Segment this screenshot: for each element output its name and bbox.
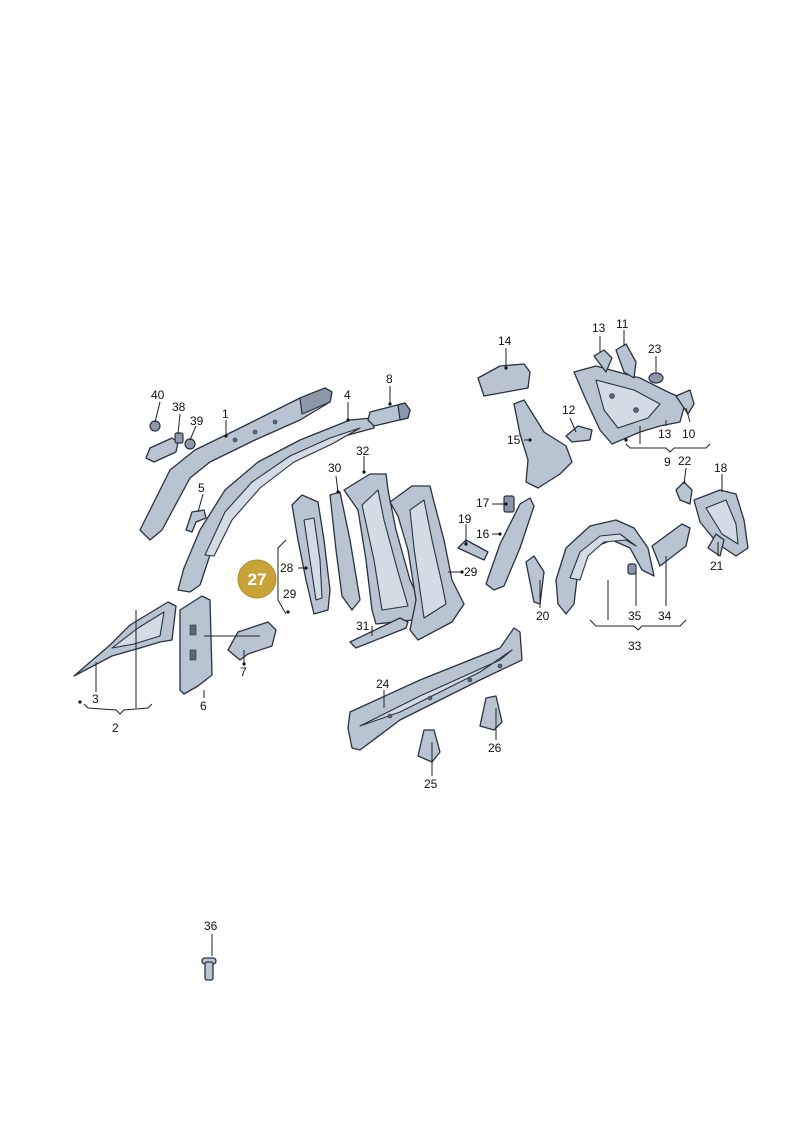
- label-7: 7: [240, 665, 247, 679]
- label-18: 18: [714, 461, 728, 475]
- label-28: 28: [280, 561, 294, 575]
- label-15: 15: [507, 433, 521, 447]
- part-13-clip[interactable]: [593, 349, 613, 373]
- label-8: 8: [386, 372, 393, 386]
- label-19: 19: [458, 512, 472, 526]
- label-12: 12: [562, 403, 576, 417]
- part-26-sill-bracket[interactable]: [479, 695, 503, 731]
- label-32: 32: [356, 444, 370, 458]
- part-31-sill-strip[interactable]: [349, 617, 409, 649]
- leader-dots: [78, 366, 628, 704]
- highlight-label: 27: [248, 570, 267, 589]
- label-36: 36: [204, 919, 218, 933]
- part-22-bracket[interactable]: [675, 481, 693, 505]
- label-11: 11: [616, 317, 629, 331]
- callout-labels: 40 38 39 1 4 8 5 3 2 6 7 28 29 30 32 29 …: [92, 317, 728, 933]
- label-24: 24: [376, 677, 390, 691]
- part-15-c-pillar-upper[interactable]: [513, 399, 573, 489]
- part-8-roof-rail-end[interactable]: [367, 402, 411, 427]
- part-30-b-pillar-strip[interactable]: [329, 491, 361, 611]
- part-36-rivet[interactable]: [201, 957, 217, 981]
- part-9-rear-quarter-inner[interactable]: [573, 365, 687, 445]
- part-34-patch-plate[interactable]: [651, 523, 691, 567]
- part-38-bolt[interactable]: [174, 432, 184, 444]
- label-10: 10: [682, 427, 696, 441]
- label-4: 4: [344, 388, 351, 402]
- highlight-badge-27[interactable]: 27: [237, 559, 277, 599]
- label-25: 25: [424, 777, 438, 791]
- label-2: 2: [112, 721, 119, 735]
- label-29a: 29: [283, 587, 297, 601]
- label-31: 31: [356, 619, 370, 633]
- label-35: 35: [628, 609, 642, 623]
- part-24-side-sill[interactable]: [347, 627, 523, 751]
- part-35-pin[interactable]: [627, 563, 637, 575]
- part-7-hinge-bracket[interactable]: [227, 621, 277, 661]
- part-5-bracket[interactable]: [185, 509, 207, 533]
- leader-lines: [83, 330, 723, 956]
- part-10-bracket[interactable]: [675, 389, 695, 415]
- label-13b: 13: [658, 427, 672, 441]
- label-22: 22: [678, 454, 692, 468]
- part-20-bracket[interactable]: [525, 555, 545, 605]
- label-33: 33: [628, 639, 642, 653]
- part-18-rear-corner-panel[interactable]: [693, 489, 749, 557]
- part-25-sill-bracket[interactable]: [417, 729, 441, 763]
- part-39-bolt[interactable]: [184, 438, 196, 450]
- label-17: 17: [476, 496, 490, 510]
- part-1-roof-side-rail[interactable]: [139, 387, 333, 541]
- label-6: 6: [200, 699, 207, 713]
- part-40-bracket[interactable]: [145, 420, 179, 463]
- part-33-wheel-housing[interactable]: [555, 519, 655, 615]
- label-30: 30: [328, 461, 342, 475]
- part-12-bracket[interactable]: [565, 425, 593, 443]
- part-23-plug[interactable]: [648, 372, 664, 384]
- label-9: 9: [664, 455, 671, 469]
- part-4-a-pillar-inner-rail[interactable]: [177, 417, 375, 593]
- part-2-3-a-pillar-gusset[interactable]: [73, 601, 177, 677]
- part-14-rear-bracket[interactable]: [477, 363, 531, 397]
- part-32-b-pillar-outer[interactable]: [343, 473, 425, 625]
- label-38: 38: [172, 400, 186, 414]
- part-28-b-pillar-reinforcement[interactable]: [291, 494, 331, 615]
- label-40: 40: [151, 388, 165, 402]
- part-29-b-pillar-panel[interactable]: [389, 485, 465, 641]
- part-6-hinge-pillar[interactable]: [179, 595, 213, 695]
- label-39: 39: [190, 414, 204, 428]
- label-1: 1: [222, 407, 229, 421]
- label-20: 20: [536, 609, 550, 623]
- label-5: 5: [198, 481, 205, 495]
- part-21-bracket[interactable]: [707, 533, 725, 557]
- part-19-bracket[interactable]: [457, 539, 489, 561]
- label-29b: 29: [464, 565, 478, 579]
- label-14: 14: [498, 334, 512, 348]
- label-26: 26: [488, 741, 502, 755]
- label-23: 23: [648, 342, 662, 356]
- label-21: 21: [710, 559, 724, 573]
- label-3: 3: [92, 692, 99, 706]
- label-13a: 13: [592, 321, 606, 335]
- label-34: 34: [658, 609, 672, 623]
- part-16-c-pillar-inner[interactable]: [485, 497, 535, 591]
- label-16: 16: [476, 527, 490, 541]
